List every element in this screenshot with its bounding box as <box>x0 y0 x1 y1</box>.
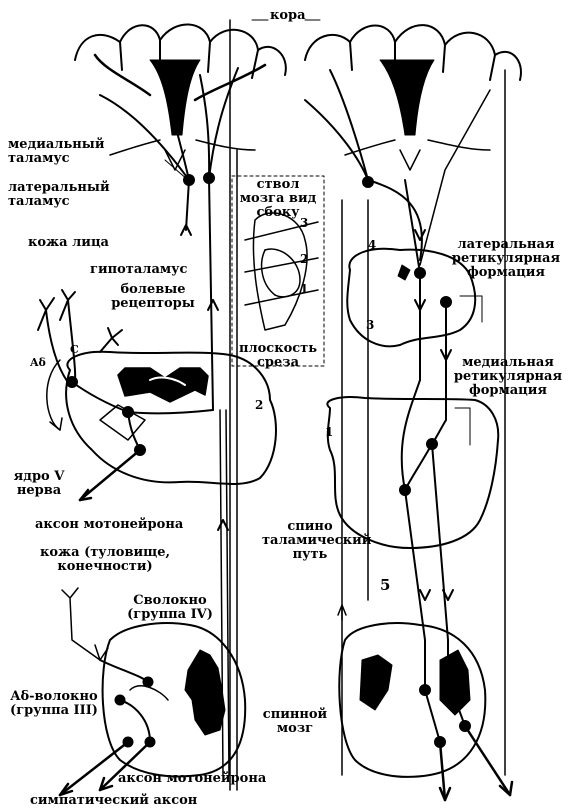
label-inset-1: 1 <box>300 282 308 296</box>
right-medulla-section <box>327 380 498 640</box>
label-number-4: 4 <box>368 238 376 252</box>
label-number-1: 1 <box>325 425 333 439</box>
label-motoneuron-axon-bottom: аксон мотонейрона <box>118 772 266 786</box>
label-c-small: C <box>70 343 79 357</box>
label-motoneuron-axon-top: аксон мотонейрона <box>35 518 183 532</box>
label-spinal-cord: спинной мозг <box>262 708 328 736</box>
right-spinal-cord <box>339 623 512 800</box>
label-medial-thalamus: медиальный таламус <box>8 138 126 166</box>
label-face-skin: кожа лица <box>28 236 109 250</box>
label-inset-3: 3 <box>300 216 308 230</box>
label-nucleus-v: ядро V нерва <box>10 470 68 498</box>
label-brainstem-side-view: ствол мозга вид сбоку <box>234 178 322 220</box>
label-spinothalamic-path: спино таламический путь <box>262 520 358 562</box>
left-thalamus-paths <box>100 68 238 410</box>
label-number-2: 2 <box>255 398 263 412</box>
label-number-3: 3 <box>366 318 374 332</box>
label-lateral-thalamus: латеральный таламус <box>8 181 126 209</box>
label-body-skin: кожа (туловище, конечности) <box>30 546 180 574</box>
label-pain-receptors: болевые рецепторы <box>106 283 200 311</box>
label-section-plane: плоскость среза <box>232 342 324 370</box>
label-c-fiber: Cволокно (группа IV) <box>116 594 224 622</box>
label-number-5: 5 <box>380 578 390 592</box>
label-a-delta-fiber: Aδ-волокно (группа III) <box>4 690 104 718</box>
label-lateral-reticular: латеральная ретикулярная формация <box>446 238 566 280</box>
label-hypothalamus: гипоталамус <box>90 263 187 277</box>
label-cortex: кора <box>270 9 306 23</box>
label-sympathetic-axon: симпатический аксон <box>30 794 197 808</box>
label-a-delta-small: Aδ <box>30 356 46 370</box>
left-brainstem-section <box>47 352 276 500</box>
label-medial-reticular: медиальная ретикулярная формация <box>450 356 566 398</box>
label-inset-2: 2 <box>300 252 308 266</box>
